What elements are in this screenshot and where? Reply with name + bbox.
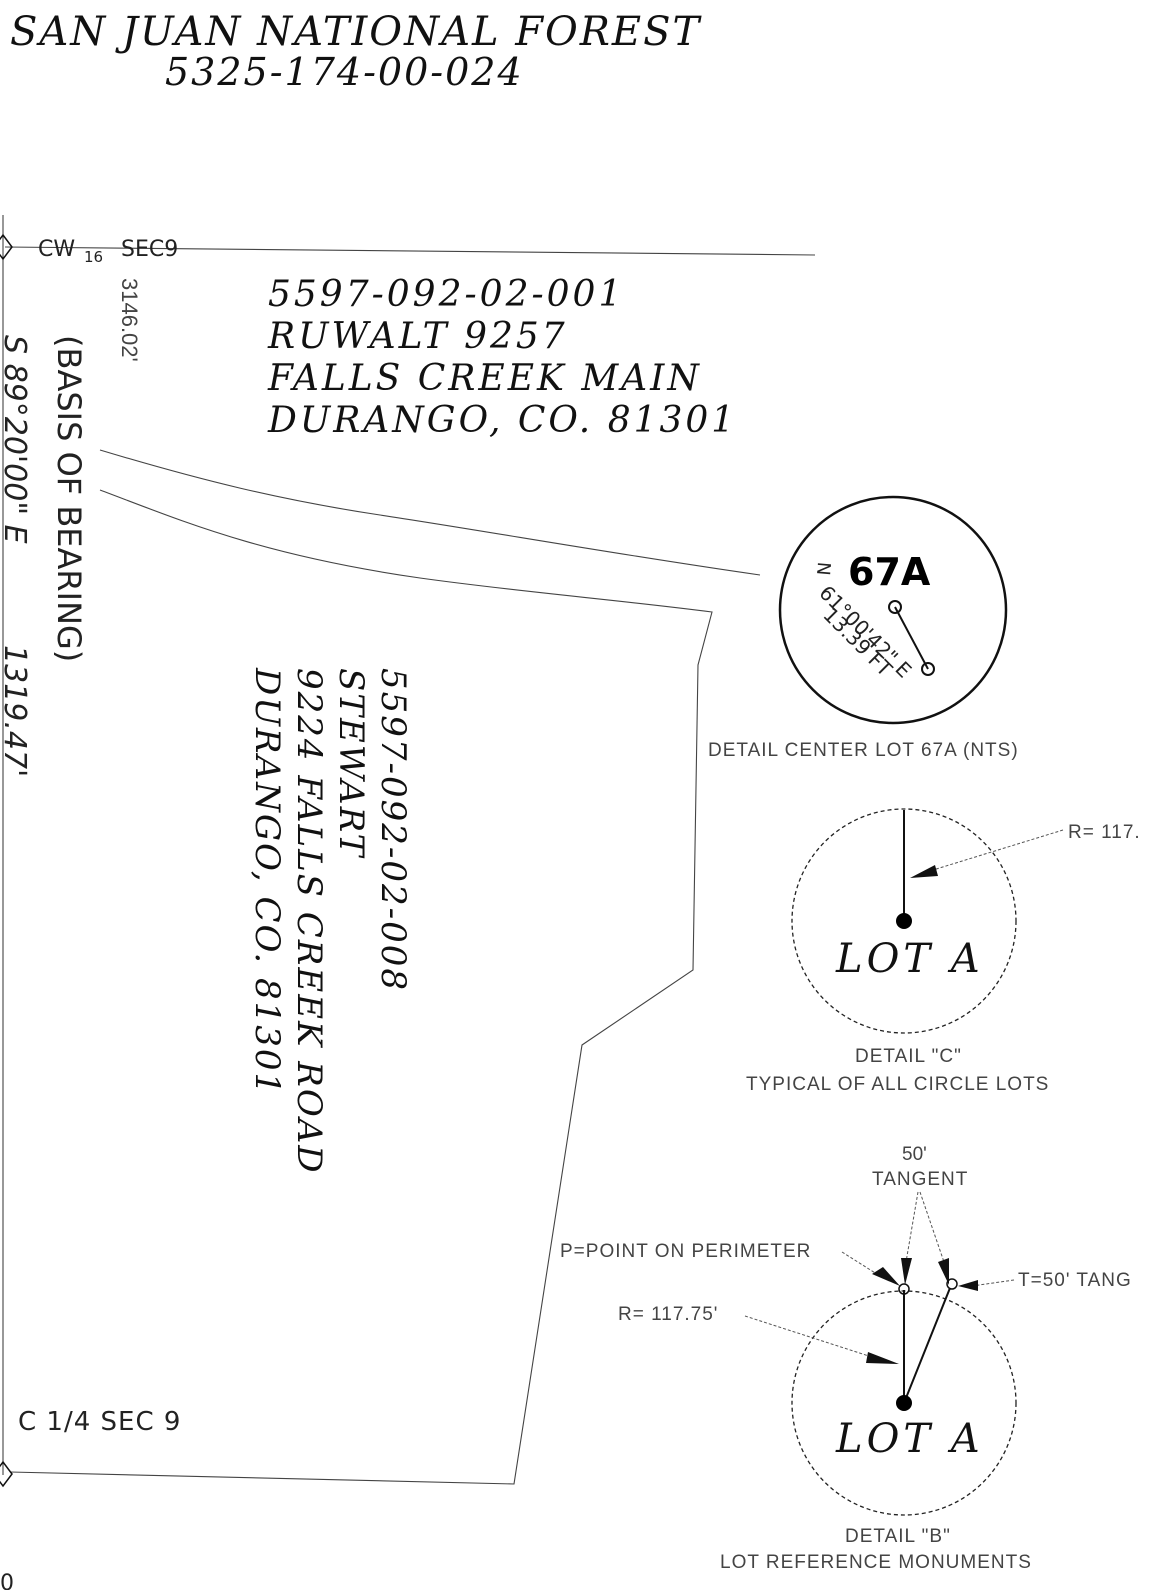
detail-b-tangent-leader-2 [919, 1191, 945, 1263]
detail-67a-caption: DETAIL CENTER LOT 67A (NTS) [708, 740, 1019, 761]
detail-67a-north: N [814, 561, 836, 576]
detail-b-perimeter-leader [841, 1251, 881, 1277]
svg-text:16: 16 [84, 248, 103, 266]
svg-text:SEC9: SEC9 [121, 237, 178, 262]
basis-of-bearing-label: (BASIS OF BEARING) [50, 335, 88, 662]
corner-marker-bottom [0, 1460, 13, 1488]
basis-bearing-value: S 89°20'00" E [0, 335, 32, 544]
corner-marker-top [0, 233, 13, 261]
detail-67a-circle [778, 495, 1008, 725]
detail-c-leader [919, 829, 1064, 875]
detail-c: R= 117. LOT A DETAIL "C" TYPICAL OF ALL … [746, 808, 1141, 1095]
svg-text:DURANGO, CO. 81301: DURANGO, CO. 81301 [267, 400, 737, 441]
detail-c-circle [791, 808, 1017, 1034]
svg-text:5597-092-02-001: 5597-092-02-001 [268, 274, 624, 315]
detail-b-center-point [896, 1395, 912, 1411]
detail-67a-tie-line [894, 606, 929, 670]
detail-c-lot-label: LOT A [835, 936, 984, 982]
detail-c-arrow [910, 865, 938, 878]
detail-b-radius-label: R= 117.75' [618, 1304, 718, 1325]
detail-67a-point-1 [888, 600, 902, 614]
detail-b-perimeter-arrow [872, 1267, 900, 1286]
detail-b-caption-1: DETAIL "B" [845, 1526, 951, 1547]
svg-text:STEWART: STEWART [331, 668, 371, 859]
detail-b-tangent-arrow-2 [938, 1258, 949, 1285]
svg-text:FALLS CREEK MAIN: FALLS CREEK MAIN [267, 358, 702, 399]
detail-c-caption-2: TYPICAL OF ALL CIRCLE LOTS [746, 1074, 1049, 1095]
section-distance-label: 3146.02' [117, 278, 142, 362]
detail-b-radius-arrow [866, 1352, 899, 1364]
detail-b-tangent-right-arrow [958, 1280, 978, 1291]
parcel-boundary-upper [99, 449, 761, 576]
parcel-north-label: 5597-092-02-001 RUWALT 9257 FALLS CREEK … [267, 274, 737, 441]
bottom-mark: 0 [0, 1571, 14, 1590]
detail-b: 50' TANGENT P=POINT ON PERIMETER T=50' T… [560, 1144, 1132, 1573]
section-line-top [4, 246, 816, 256]
detail-c-radius-label: R= 117. [1068, 822, 1141, 843]
basis-distance-value: 1319.47' [0, 645, 32, 777]
detail-b-tangent-label-2: TANGENT [872, 1169, 968, 1190]
svg-text:CW: CW [38, 237, 75, 262]
detail-b-radius-leader [744, 1315, 876, 1359]
svg-text:5597-092-02-008: 5597-092-02-008 [373, 668, 413, 992]
detail-67a-point-2 [921, 662, 935, 676]
parcel-boundary-lower [9, 489, 713, 1485]
detail-67a-lot: 67A [848, 550, 931, 594]
detail-67a: 67A N 61°00'42" E 13.39 FT DETAIL CENTER… [708, 495, 1019, 761]
detail-b-tangent-label-1: 50' [902, 1144, 927, 1165]
forest-parcel-number: 5325-174-00-024 [165, 50, 524, 94]
detail-b-perimeter-label: P=POINT ON PERIMETER [560, 1241, 811, 1262]
detail-b-perimeter-point [898, 1283, 910, 1295]
svg-text:DURANGO, CO. 81301: DURANGO, CO. 81301 [247, 667, 287, 1096]
quarter-corner-label: C 1/4 SEC 9 [18, 1407, 181, 1437]
detail-c-caption-1: DETAIL "C" [855, 1046, 962, 1067]
detail-b-tangent-line [903, 1287, 951, 1404]
parcel-stewart-label: 5597-092-02-008 STEWART 9224 FALLS CREEK… [247, 667, 413, 1175]
detail-b-tangent-point [946, 1278, 958, 1290]
detail-b-lot-label: LOT A [835, 1416, 984, 1462]
detail-c-center-point [896, 913, 912, 929]
svg-text:9224 FALLS CREEK ROAD: 9224 FALLS CREEK ROAD [289, 668, 329, 1175]
detail-b-tangent-arrow-1 [901, 1258, 912, 1285]
svg-text:RUWALT 9257: RUWALT 9257 [267, 316, 568, 357]
detail-b-caption-2: LOT REFERENCE MONUMENTS [720, 1552, 1032, 1573]
detail-b-tangent-right-leader [971, 1279, 1015, 1287]
forest-title: SAN JUAN NATIONAL FOREST [10, 9, 703, 55]
detail-b-tangent-leader-1 [905, 1191, 919, 1263]
detail-b-tangent-right-label: T=50' TANG [1018, 1270, 1132, 1291]
section-corner-label: CW 16 SEC9 [38, 237, 178, 266]
